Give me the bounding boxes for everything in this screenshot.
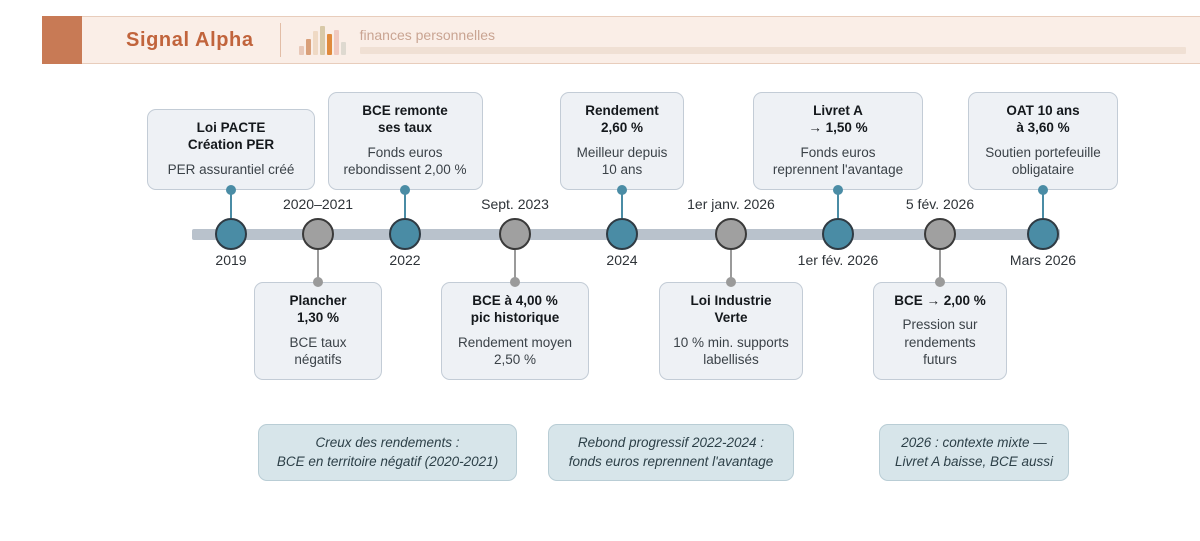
timeline-card-subtitle: PER assurantiel créé [167,161,295,177]
timeline-date-label: 2022 [389,252,421,268]
bar-chart-bar-3 [319,26,325,55]
timeline-connector-dot [510,277,520,287]
summary-line-2: BCE en territoire négatif (2020-2021) [276,453,499,469]
timeline-card-title: Livret A→ 1,50 % [808,103,868,136]
timeline-date-label: 5 fév. 2026 [905,196,975,212]
timeline-connector-dot [1038,185,1048,195]
timeline-marker-dot[interactable] [924,218,956,250]
timeline-card-title: BCE → 2,00 % [894,293,986,308]
timeline-date-label: 2024 [606,252,638,268]
timeline-connector [837,190,839,218]
timeline-marker-dot[interactable] [389,218,421,250]
header-subtitle: finances personnelles [359,26,496,43]
timeline-connector-dot [400,185,410,195]
timeline-marker-dot[interactable] [302,218,334,250]
timeline-date-label: 1er fév. 2026 [797,252,879,268]
timeline-connector [230,190,232,218]
timeline-marker-dot[interactable] [215,218,247,250]
timeline-connector-dot [726,277,736,287]
bar-chart-bar-4 [326,34,332,55]
timeline-connector [730,250,732,282]
timeline-date-label: Mars 2026 [1009,252,1077,268]
bar-chart-bar-1 [305,39,311,55]
timeline-date-label: Sept. 2023 [481,196,549,212]
summary-row: Creux des rendements : BCE en territoire … [0,424,1200,484]
header-accent-block [42,16,82,64]
bar-chart-bar-2 [312,31,318,55]
timeline-connector [1042,190,1044,218]
timeline-connector-dot [226,185,236,195]
summary-line-1: 2026 : contexte mixte — [901,435,1047,450]
bar-chart-bar-0 [298,46,304,55]
timeline-card-subtitle: BCE taux négatifs [289,334,347,367]
summary-line-1: Creux des rendements : [315,435,460,450]
summary-box-2[interactable]: Rebond progressif 2022-2024 : fonds euros… [548,424,794,482]
timeline-connector [939,250,941,282]
summary-line-2: Livret A baisse, BCE aussi [894,453,1054,469]
page-header: Signal Alpha finances personnelles [42,16,1200,64]
timeline-connector [317,250,319,282]
header-underline [359,46,1186,54]
timeline-date-label: 1er janv. 2026 [687,196,775,212]
timeline-marker-dot[interactable] [715,218,747,250]
summary-box-1[interactable]: Creux des rendements : BCE en territoire … [258,424,517,482]
timeline-date-label: 2019 [215,252,247,268]
timeline-card-title: BCE à 4,00 %pic historique [470,293,560,326]
timeline-marker-dot[interactable] [606,218,638,250]
summary-line-1: Rebond progressif 2022-2024 : [577,435,765,450]
timeline-connector-dot [313,277,323,287]
summary-line-2: fonds euros reprennent l'avantage [568,453,774,469]
timeline-connector-dot [617,185,627,195]
timeline-marker-dot[interactable] [1027,218,1059,250]
bar-chart-bar-5 [333,30,339,55]
timeline-connector [404,190,406,218]
bar-chart-icon [298,25,346,55]
header-subtitle-group: finances personnelles [359,26,1200,54]
timeline-marker-dot[interactable] [822,218,854,250]
timeline-connector [621,190,623,218]
timeline-date-label: 2020–2021 [282,196,354,212]
timeline-connector-dot [935,277,945,287]
brand-title: Signal Alpha [126,28,254,51]
bar-chart-bar-6 [340,42,346,55]
header-panel: Signal Alpha finances personnelles [82,16,1200,64]
timeline-connector [514,250,516,282]
timeline-marker-dot[interactable] [499,218,531,250]
summary-box-3[interactable]: 2026 : contexte mixte — Livret A baisse, … [879,424,1069,482]
header-divider [279,23,281,57]
timeline-connector-dot [833,185,843,195]
